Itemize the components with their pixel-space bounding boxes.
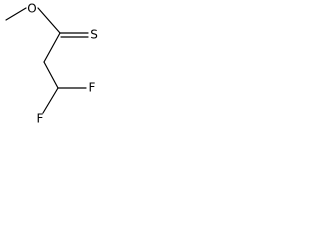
structure-canvas: O S F F bbox=[0, 0, 110, 154]
atom-label-sulfur: S bbox=[90, 28, 98, 42]
bond-methylene-difluoromethyl bbox=[43, 61, 59, 89]
bond-oxygen-carbon bbox=[37, 7, 61, 34]
atom-label-oxygen: O bbox=[27, 2, 36, 16]
atom-label-fluorine-right: F bbox=[89, 81, 96, 95]
bond-carbon-methylene bbox=[43, 32, 61, 63]
chemical-structure-diagram: O S F F bbox=[5, 2, 98, 126]
bond-methyl-oxygen bbox=[5, 7, 27, 21]
bond-carbon-fluorine-left bbox=[42, 87, 59, 114]
atom-label-fluorine-left: F bbox=[37, 112, 44, 126]
